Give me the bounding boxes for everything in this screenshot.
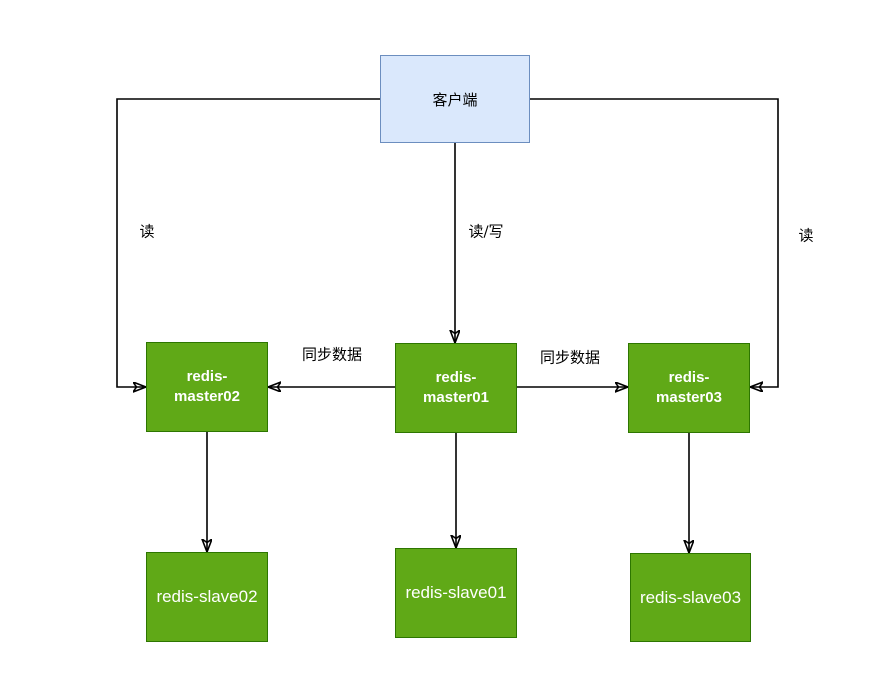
edge-label-read-right: 读 — [796, 224, 816, 246]
edge-label-read-left: 读 — [137, 220, 157, 242]
node-redis-slave02-label: redis-slave02 — [156, 587, 258, 606]
node-redis-slave01: redis-slave01 — [395, 548, 517, 638]
edge-label-sync-left: 同步数据 — [299, 343, 365, 365]
edge-label-sync-right: 同步数据 — [537, 346, 603, 368]
node-redis-master01: redis-master01 — [395, 343, 517, 433]
node-redis-master03: redis-master03 — [628, 343, 750, 433]
node-redis-slave02: redis-slave02 — [146, 552, 268, 642]
node-redis-slave03: redis-slave03 — [630, 553, 751, 642]
edge-client-master03-read — [530, 98, 779, 387]
node-redis-slave01-label: redis-slave01 — [405, 583, 507, 602]
node-redis-master01-label: redis-master01 — [423, 368, 489, 406]
node-client-label: 客户端 — [432, 90, 478, 109]
node-redis-master03-label: redis-master03 — [656, 368, 722, 406]
node-redis-master02: redis-master02 — [146, 342, 268, 432]
node-redis-slave03-label: redis-slave03 — [639, 587, 742, 607]
edge-client-master02-read — [116, 98, 380, 387]
node-client: 客户端 — [380, 55, 530, 143]
edge-label-read-write: 读/写 — [466, 220, 506, 242]
node-redis-master02-label: redis-master02 — [174, 367, 240, 405]
